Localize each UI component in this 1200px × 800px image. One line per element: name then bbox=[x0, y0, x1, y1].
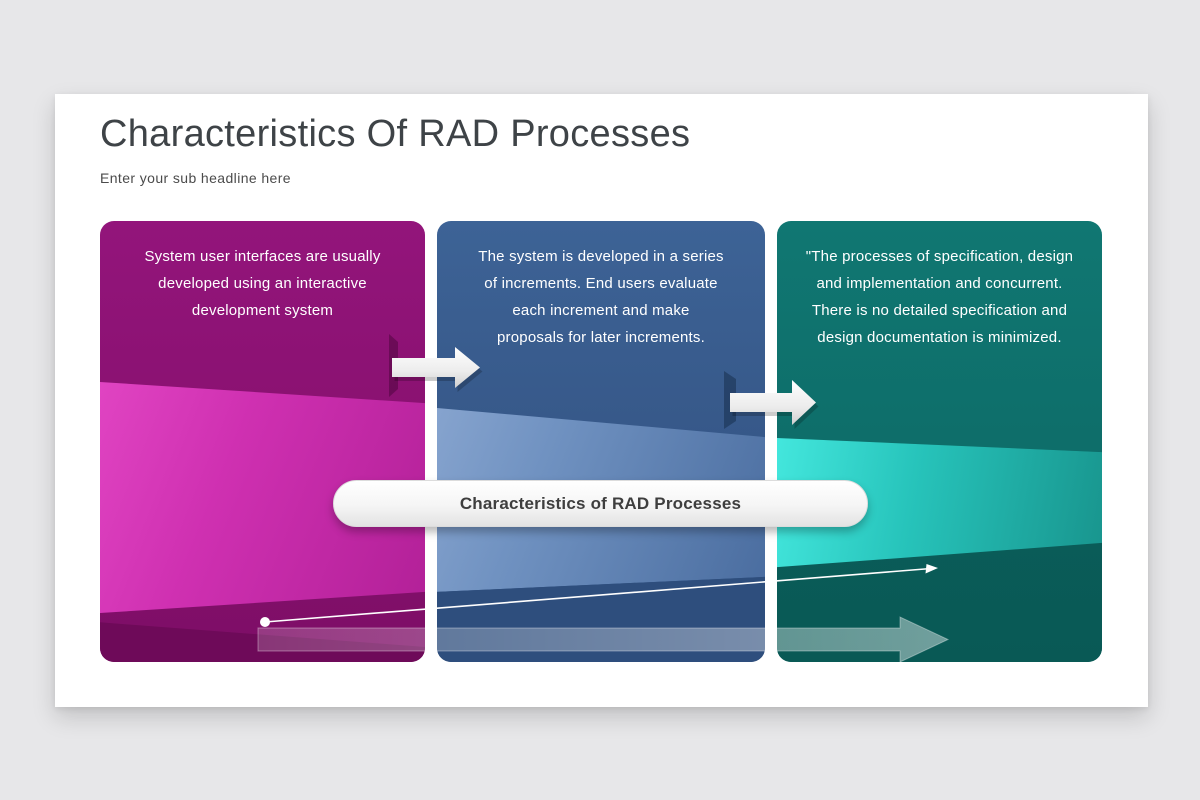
banner-label: Characteristics of RAD Processes bbox=[459, 493, 742, 513]
panel-concurrent-processes: "The processes of specification, design … bbox=[777, 221, 1102, 662]
panel-interactive-development: System user interfaces are usually devel… bbox=[100, 221, 425, 662]
panel-text: System user interfaces are usually devel… bbox=[144, 248, 381, 319]
slide-title: Characteristics Of RAD Processes bbox=[100, 113, 691, 155]
panel-text: The system is developed in a series of i… bbox=[478, 248, 724, 346]
slide-subtitle: Enter your sub headline here bbox=[100, 170, 291, 186]
slide-canvas: Characteristics Of RAD Processes Enter y… bbox=[55, 94, 1148, 707]
panel-incremental-development: The system is developed in a series of i… bbox=[437, 221, 765, 662]
rad-diagram: System user interfaces are usually devel… bbox=[100, 221, 1102, 662]
title-banner: Characteristics of RAD Processes bbox=[333, 480, 868, 527]
panel-text: "The processes of specification, design … bbox=[805, 248, 1074, 346]
